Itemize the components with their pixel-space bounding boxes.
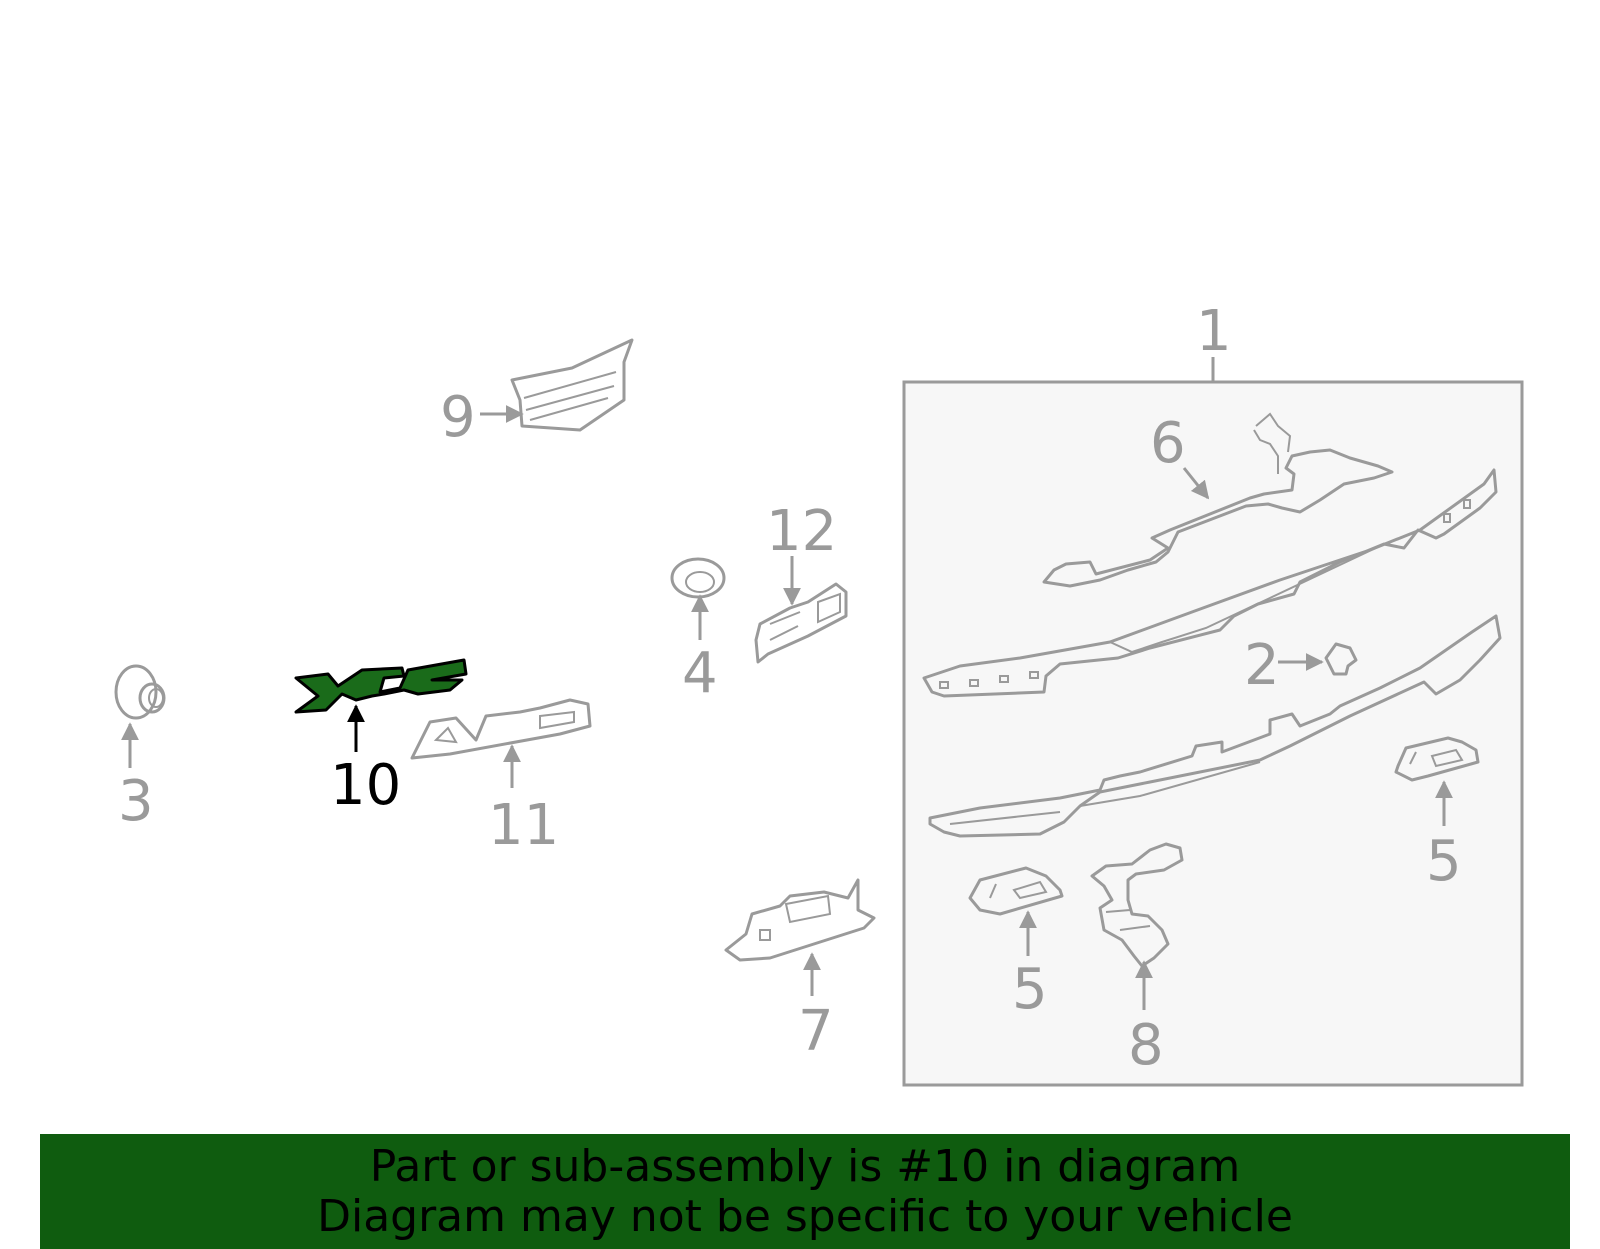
part-8-pigtail-socket[interactable] — [1090, 842, 1184, 968]
callout-10: 10 — [330, 753, 401, 818]
callout-5-left: 5 — [1012, 957, 1048, 1022]
part-5-socket-left[interactable] — [968, 866, 1064, 916]
part-1-upper-lamp[interactable] — [922, 468, 1498, 698]
part-12-36-emblem[interactable] — [754, 582, 848, 664]
part-4-grommet[interactable] — [670, 557, 726, 599]
callout-11: 11 — [488, 793, 559, 858]
part-9-bracket[interactable] — [510, 338, 634, 432]
part-11-awd-emblem[interactable] — [410, 698, 592, 760]
callout-8: 8 — [1128, 1013, 1164, 1078]
part-7-lamp-bracket[interactable] — [724, 878, 876, 962]
callout-6: 6 — [1150, 411, 1186, 476]
arrow-6 — [1182, 467, 1210, 500]
part-2-fastener[interactable] — [1324, 642, 1358, 676]
callout-4: 4 — [682, 641, 718, 706]
callout-7: 7 — [798, 999, 834, 1064]
part-3-clip[interactable] — [114, 664, 166, 720]
callout-1: 1 — [1196, 299, 1232, 364]
part-5-socket-right[interactable] — [1394, 736, 1480, 782]
banner-line-1: Part or sub-assembly is #10 in diagram — [369, 1141, 1241, 1192]
part-10-xts-emblem[interactable] — [294, 658, 468, 714]
callout-3: 3 — [118, 769, 154, 834]
banner-line-2: Diagram may not be specific to your vehi… — [317, 1191, 1293, 1242]
info-banner: Part or sub-assembly is #10 in diagram D… — [40, 1134, 1570, 1249]
part-1-lower-lamp[interactable] — [928, 614, 1502, 838]
callout-5-right: 5 — [1426, 829, 1462, 894]
part-6-wiring-harness[interactable] — [1042, 412, 1394, 588]
callout-9: 9 — [440, 385, 476, 450]
callout-12: 12 — [766, 499, 837, 564]
assembly-box — [902, 380, 1524, 1087]
callout-2: 2 — [1244, 633, 1280, 698]
